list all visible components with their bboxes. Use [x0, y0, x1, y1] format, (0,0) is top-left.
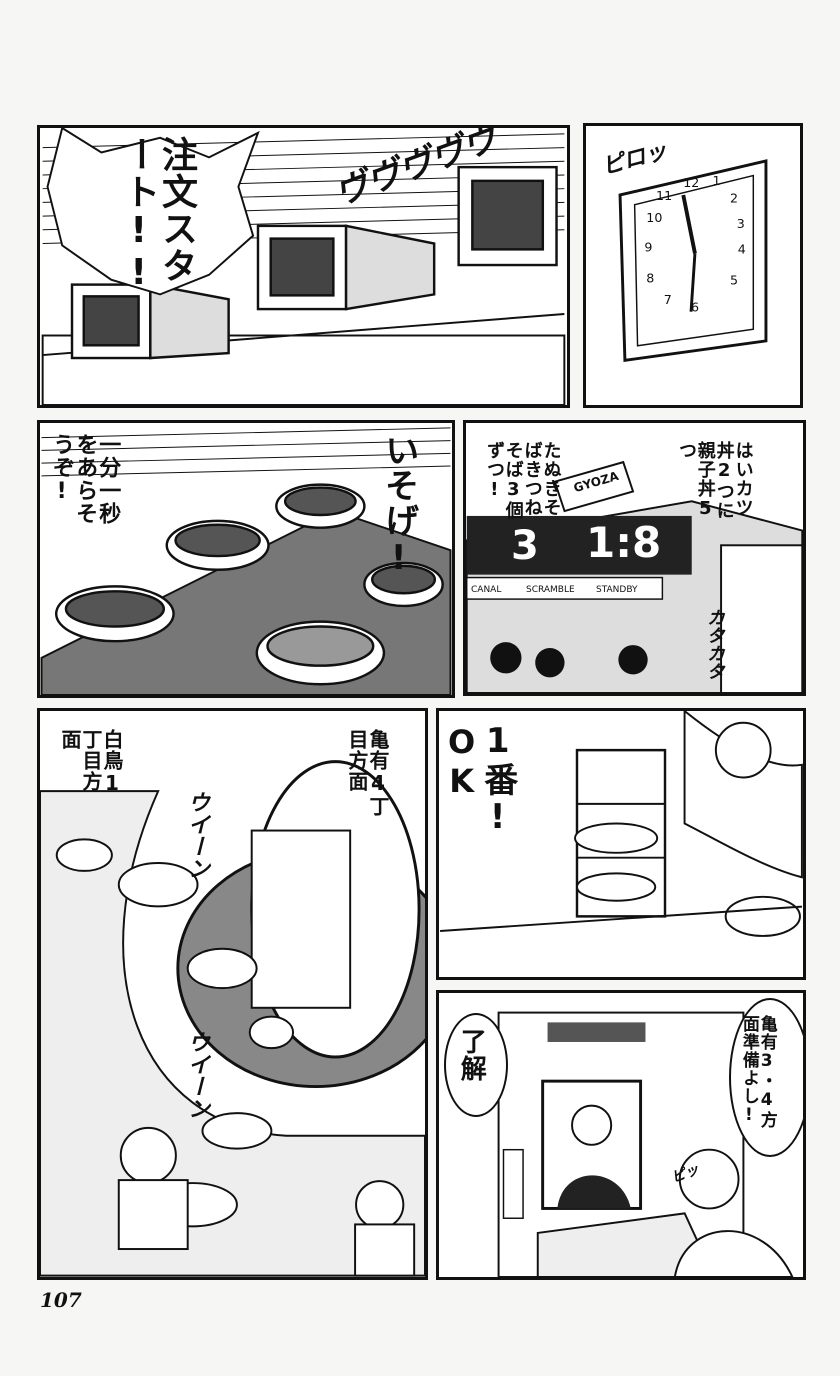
- board-number-left: 3: [511, 523, 539, 569]
- order-line-soba: たぬきそばきつねそば3個ずつ!: [483, 441, 562, 520]
- sfx-whirr-lower: ウイーン: [184, 1031, 209, 1119]
- monitors-illustration: [41, 133, 566, 405]
- svg-text:6: 6: [691, 300, 699, 315]
- svg-text:9: 9: [644, 239, 652, 254]
- panel-order-board: GYOZA 3 1:8 CANAL SCRAMBLE STANDBY はいカツ丼…: [463, 420, 806, 696]
- report-bubble: [729, 998, 803, 1157]
- svg-text:4: 4: [738, 241, 746, 256]
- reply-text: 了解: [456, 1028, 487, 1082]
- panel-hurry: いそげ! 一分一秒をあらそうぞ!: [37, 420, 455, 698]
- order-start-shout: 注文スタート!!: [118, 136, 197, 294]
- bowls-conveyor-illustration: [40, 427, 452, 695]
- svg-text:7: 7: [664, 292, 672, 307]
- destination-kameari-4: 亀有4丁目方面: [345, 729, 390, 817]
- panel-roger: 了解 亀有3・4方面準備よし! ピッ: [436, 990, 806, 1280]
- bowl-shelf-illustration: [440, 711, 803, 937]
- board-label-2: STANDBY: [596, 585, 638, 595]
- report-text: 亀有3・4方面準備よし!: [738, 1015, 777, 1129]
- panel-dispatch: 亀有4丁目方面 白鳥1丁目方面 ウイーン ウイーン: [37, 708, 428, 1280]
- monitor-room-illustration: [497, 1011, 794, 1277]
- sfx-whirr-upper: ウイーン: [184, 791, 209, 879]
- control-room-illustration: [466, 460, 803, 693]
- board-label-0: CANAL: [471, 585, 502, 595]
- number-one-shout: 1番!: [477, 721, 518, 838]
- svg-text:12: 12: [683, 175, 699, 190]
- svg-text:2: 2: [730, 191, 738, 206]
- svg-text:8: 8: [646, 271, 654, 286]
- board-label-1: SCRAMBLE: [526, 585, 575, 595]
- svg-text:3: 3: [737, 216, 745, 231]
- turntable-illustration: [40, 760, 425, 1277]
- sfx-typing: カタカタ: [704, 608, 725, 680]
- reply-bubble: [444, 1013, 508, 1117]
- wall-clock-illustration: 12 12 3 4 5 6 78 9 10 11: [618, 159, 768, 363]
- hurry-line: 一分一秒をあらそうぞ!: [49, 433, 121, 525]
- svg-text:10: 10: [646, 210, 662, 225]
- hurry-shout: いそげ!: [378, 433, 419, 579]
- panel-number-one: 1番! OK: [436, 708, 806, 980]
- svg-text:1: 1: [712, 173, 720, 188]
- svg-text:5: 5: [730, 272, 738, 287]
- destination-shiratori-1: 白鳥1丁目方面: [58, 729, 124, 796]
- order-line-katsudon: はいカツ丼2つに親子丼5つ: [675, 441, 754, 520]
- panel-order-start: 注文スタート!! ヴヴヴヴヴ: [37, 125, 570, 408]
- svg-text:11: 11: [656, 188, 672, 203]
- page-number: 107: [40, 1288, 82, 1312]
- ok-shout: OK: [442, 723, 481, 801]
- shout-burst: [46, 128, 260, 296]
- board-number-right: 1:8: [586, 518, 662, 567]
